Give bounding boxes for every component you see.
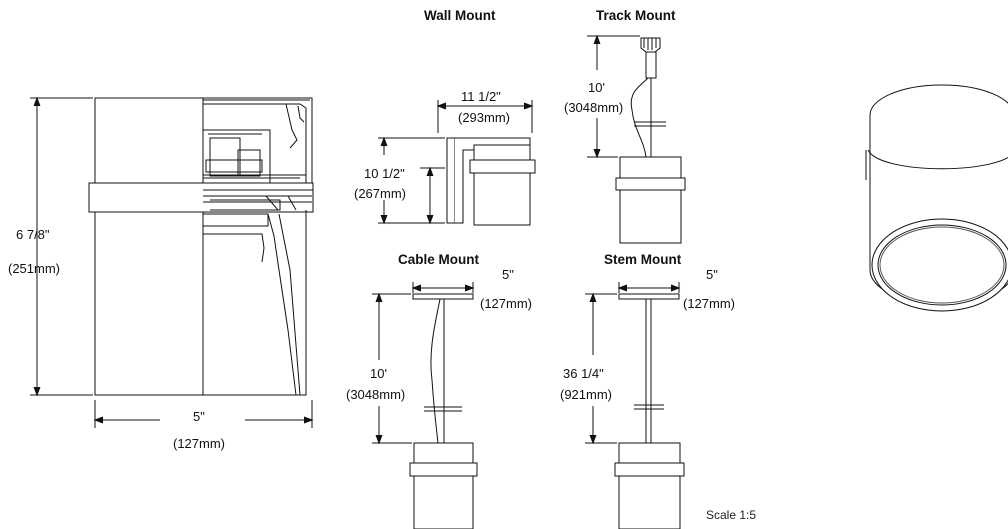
cable-mount-diagram bbox=[372, 282, 477, 529]
wall-mount-projection-inches: 11 1/2" bbox=[461, 89, 501, 104]
cable-mount-canopy-mm: (127mm) bbox=[480, 296, 533, 311]
scale-note: Scale 1:5 bbox=[706, 508, 757, 522]
main-width-inches: 5" bbox=[193, 409, 205, 424]
track-mount-length-feet: 10' bbox=[588, 80, 605, 95]
main-width-mm: (127mm) bbox=[173, 436, 226, 451]
track-mount-title: Track Mount bbox=[596, 8, 676, 23]
wall-mount-height-mm: (267mm) bbox=[354, 186, 407, 201]
fixture-perspective-view bbox=[866, 85, 1008, 311]
stem-mount-title: Stem Mount bbox=[604, 252, 682, 267]
stem-mount-canopy-inches: 5" bbox=[706, 267, 718, 282]
track-mount-diagram bbox=[587, 36, 685, 243]
cable-mount-length-mm: (3048mm) bbox=[346, 387, 406, 402]
main-height-inches: 6 7/8" bbox=[16, 227, 50, 242]
cable-mount-length-feet: 10' bbox=[370, 366, 387, 381]
wall-mount-height-inches: 10 1/2" bbox=[364, 166, 405, 181]
main-section-view bbox=[30, 98, 313, 428]
cable-mount-title: Cable Mount bbox=[398, 252, 479, 267]
main-height-mm: (251mm) bbox=[8, 261, 61, 276]
stem-mount-length-inches: 36 1/4" bbox=[563, 366, 604, 381]
wall-mount-title: Wall Mount bbox=[424, 8, 496, 23]
cable-mount-canopy-inches: 5" bbox=[502, 267, 514, 282]
wall-mount-projection-mm: (293mm) bbox=[458, 110, 511, 125]
stem-mount-diagram bbox=[585, 282, 684, 529]
track-mount-length-mm: (3048mm) bbox=[564, 100, 624, 115]
wall-mount-diagram bbox=[378, 100, 535, 225]
stem-mount-length-mm: (921mm) bbox=[560, 387, 613, 402]
stem-mount-canopy-mm: (127mm) bbox=[683, 296, 736, 311]
